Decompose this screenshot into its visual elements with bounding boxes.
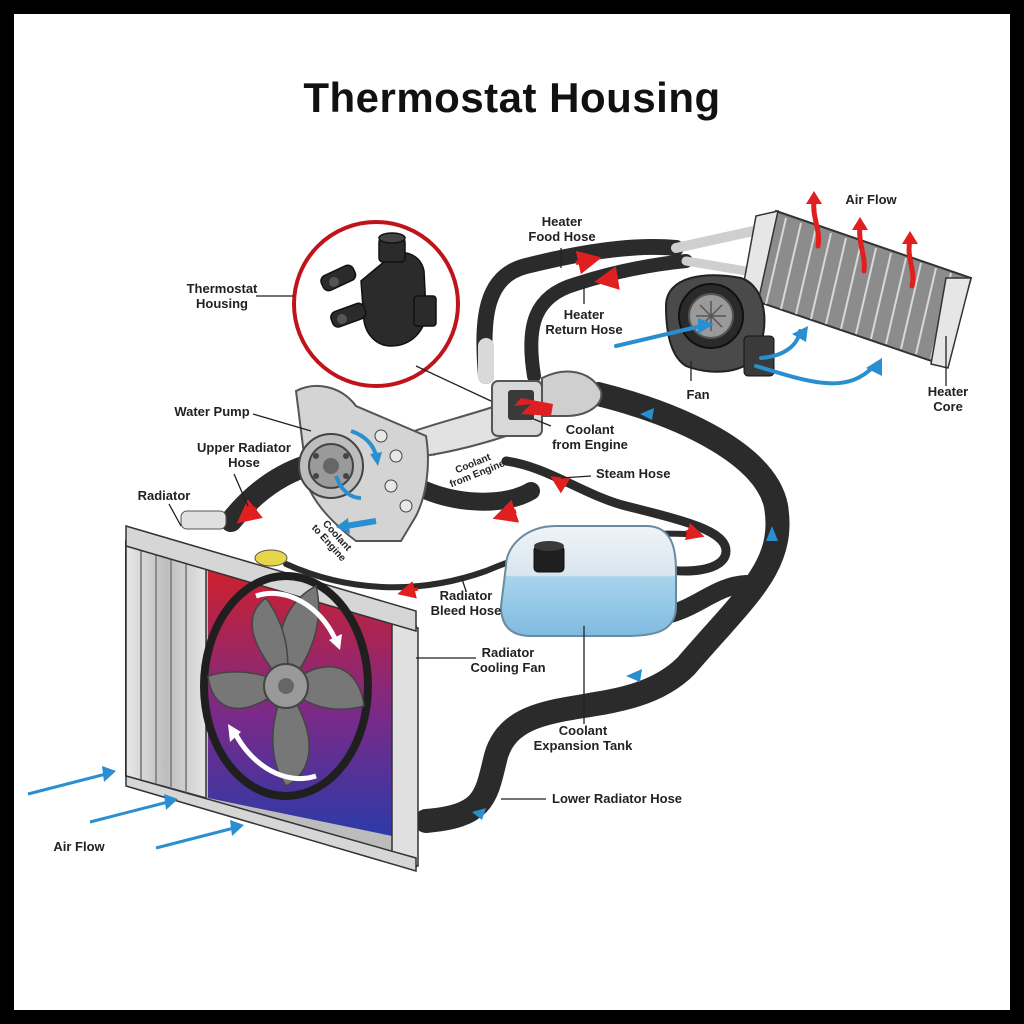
thermostat-housing-callout [292, 220, 460, 388]
radiator-airflow-arrows [27, 772, 235, 850]
red-arrow [684, 522, 705, 541]
label-radiator: Radiator [138, 488, 191, 503]
label-coolant-expansion-tank: Coolant [559, 723, 608, 738]
red-arrow [575, 250, 602, 275]
thermostat-housing-part [320, 232, 437, 347]
blower-fan [664, 274, 775, 377]
svg-text:Expansion Tank: Expansion Tank [534, 738, 633, 753]
svg-text:Return Hose: Return Hose [545, 322, 622, 337]
label-heater-core: Heater [928, 384, 968, 399]
main-return-hose [414, 382, 790, 833]
label-heater-food-hose: Heater [542, 214, 582, 229]
expansion-tank [499, 525, 677, 637]
label-coolant-from-engine: Coolant [566, 422, 615, 437]
label-radiator-cooling-fan: Radiator [482, 645, 535, 660]
radiator-cooling-fan [200, 572, 372, 800]
blue-arrow [766, 526, 778, 541]
svg-text:Bleed Hose: Bleed Hose [431, 603, 502, 618]
blue-arrow [626, 669, 642, 682]
label-water-pump: Water Pump [174, 404, 249, 419]
heater-food-hose [476, 238, 684, 384]
heater-airflow-arrows [811, 197, 916, 289]
heater-return-hose [524, 254, 693, 383]
red-arrow [236, 499, 263, 524]
coolant-to-engine-arrow [345, 518, 377, 529]
blue-arrow [472, 808, 486, 820]
label-radiator-bleed-hose: Radiator [440, 588, 493, 603]
red-arrow [397, 581, 419, 599]
svg-text:from Engine: from Engine [552, 437, 628, 452]
label-upper-radiator-hose: Upper Radiator [197, 440, 291, 455]
label-air-flow-bottom: Air Flow [53, 839, 105, 854]
red-arrow [594, 266, 620, 290]
svg-text:Core: Core [933, 399, 963, 414]
red-arrow [550, 476, 571, 494]
svg-text:Food Hose: Food Hose [528, 229, 595, 244]
heater-core [740, 209, 973, 369]
label-lower-radiator-hose: Lower Radiator Hose [552, 791, 682, 806]
thermostat-housing-assembly [404, 370, 603, 460]
label-fan: Fan [686, 387, 709, 402]
label-heater-return-hose: Heater [564, 307, 604, 322]
red-arrow [492, 499, 520, 523]
blue-arrow [640, 408, 654, 420]
coolant-from-engine-arrow [514, 398, 553, 416]
label-air-flow-top: Air Flow [845, 192, 897, 207]
leader-lines [168, 248, 947, 800]
label-thermostat-housing: Thermostat [187, 281, 258, 296]
page-title: Thermostat Housing [303, 74, 721, 121]
svg-text:Housing: Housing [196, 296, 248, 311]
cooling-system-diagram: Thermostat Housing Heater Food Hose Heat… [27, 191, 973, 873]
svg-text:Hose: Hose [228, 455, 260, 470]
svg-text:Cooling Fan: Cooling Fan [470, 660, 545, 675]
water-pump [294, 385, 429, 542]
label-steam-hose: Steam Hose [596, 466, 670, 481]
